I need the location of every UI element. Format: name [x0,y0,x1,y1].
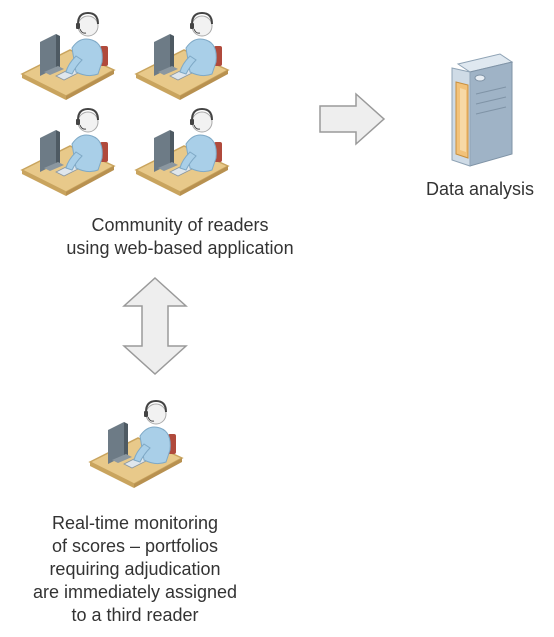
workstation-person-icon [135,108,229,197]
community-caption: Community of readers using web-based app… [30,214,330,260]
monitoring-caption-line: requiring adjudication [49,559,221,579]
workstation-person-icon [135,12,229,101]
workstation-person-icon [89,400,183,489]
community-readers-group [10,12,240,197]
community-caption-line: using web-based application [66,238,294,258]
monitoring-caption: Real-time monitoring of scores – portfol… [0,512,280,627]
workstation-person-icon [21,108,115,197]
monitoring-caption-line: of scores – portfolios [51,536,219,556]
arrow-right-icon [319,92,386,146]
monitoring-caption-line: to a third reader [71,605,199,625]
arrow-double-vertical-icon [122,276,188,376]
server-icon [451,53,514,167]
analysis-caption: Data analysis [425,179,535,199]
workstation-person-icon [21,12,115,101]
community-caption-line: Community of readers [91,215,269,235]
monitoring-caption-line: are immediately assigned [32,582,238,602]
monitoring-caption-line: Real-time monitoring [51,513,219,533]
